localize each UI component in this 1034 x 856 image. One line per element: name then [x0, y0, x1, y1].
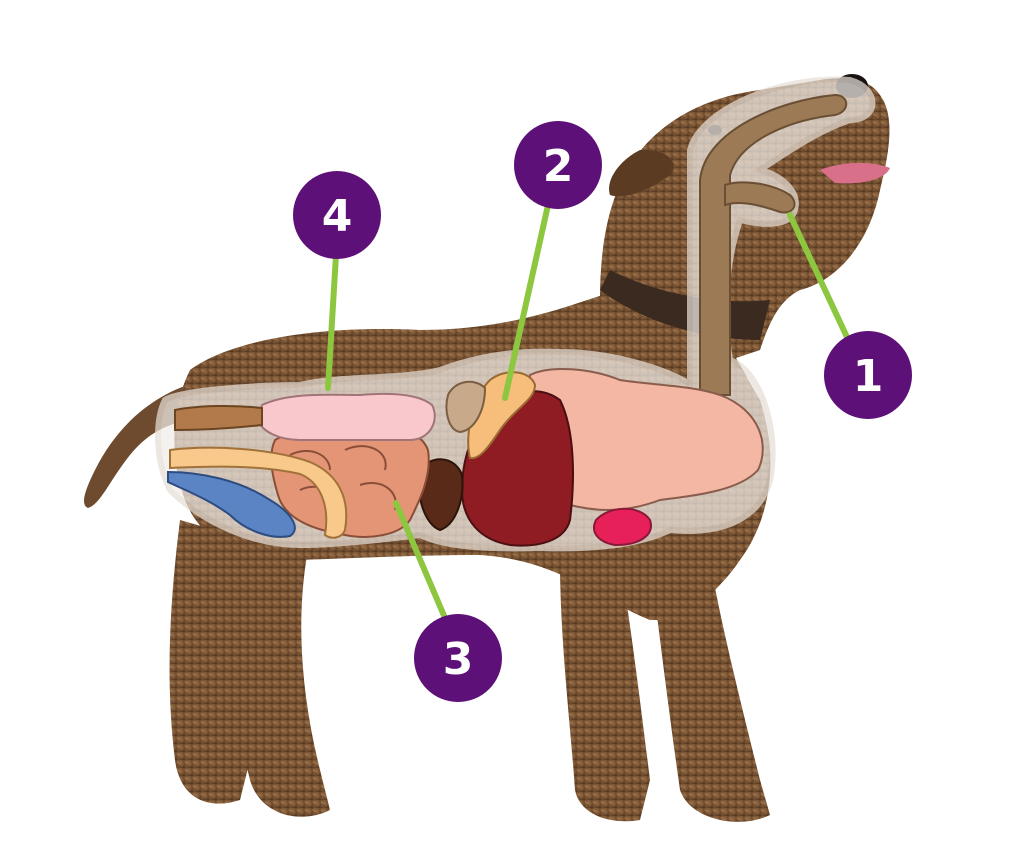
pancreas [445, 380, 487, 434]
marker-1-circle [824, 331, 912, 419]
bladder [167, 470, 296, 538]
spleen [417, 458, 464, 532]
dog-ear [609, 149, 674, 197]
marker-2-circle [514, 121, 602, 209]
marker-2-label: 2 [543, 141, 574, 192]
rectum [174, 404, 263, 432]
esophagus-branch [724, 181, 796, 214]
heart [593, 507, 652, 547]
dog-tongue [820, 162, 890, 184]
large-intestine [256, 392, 436, 441]
marker-2[interactable]: 2 [514, 121, 602, 209]
dog-hind-leg [226, 530, 330, 817]
marker-3-label: 3 [443, 634, 474, 685]
marker-1-label: 1 [853, 351, 884, 402]
leader-line-3 [393, 500, 448, 621]
marker-3-circle [414, 614, 502, 702]
leader-line-4 [325, 252, 339, 391]
organ-overlay [155, 76, 876, 552]
dog-front-leg [650, 560, 770, 822]
urinary-tract [169, 446, 348, 539]
esophagus [699, 93, 848, 396]
dog-front-leg-back [560, 560, 650, 822]
marker-4[interactable]: 4 [293, 171, 381, 259]
marker-1[interactable]: 1 [824, 331, 912, 419]
marker-4-circle [293, 171, 381, 259]
small-intestine-coils [289, 445, 397, 511]
marker-3[interactable]: 3 [414, 614, 502, 702]
marker-4-label: 4 [322, 191, 353, 242]
leader-line-2 [502, 202, 551, 401]
